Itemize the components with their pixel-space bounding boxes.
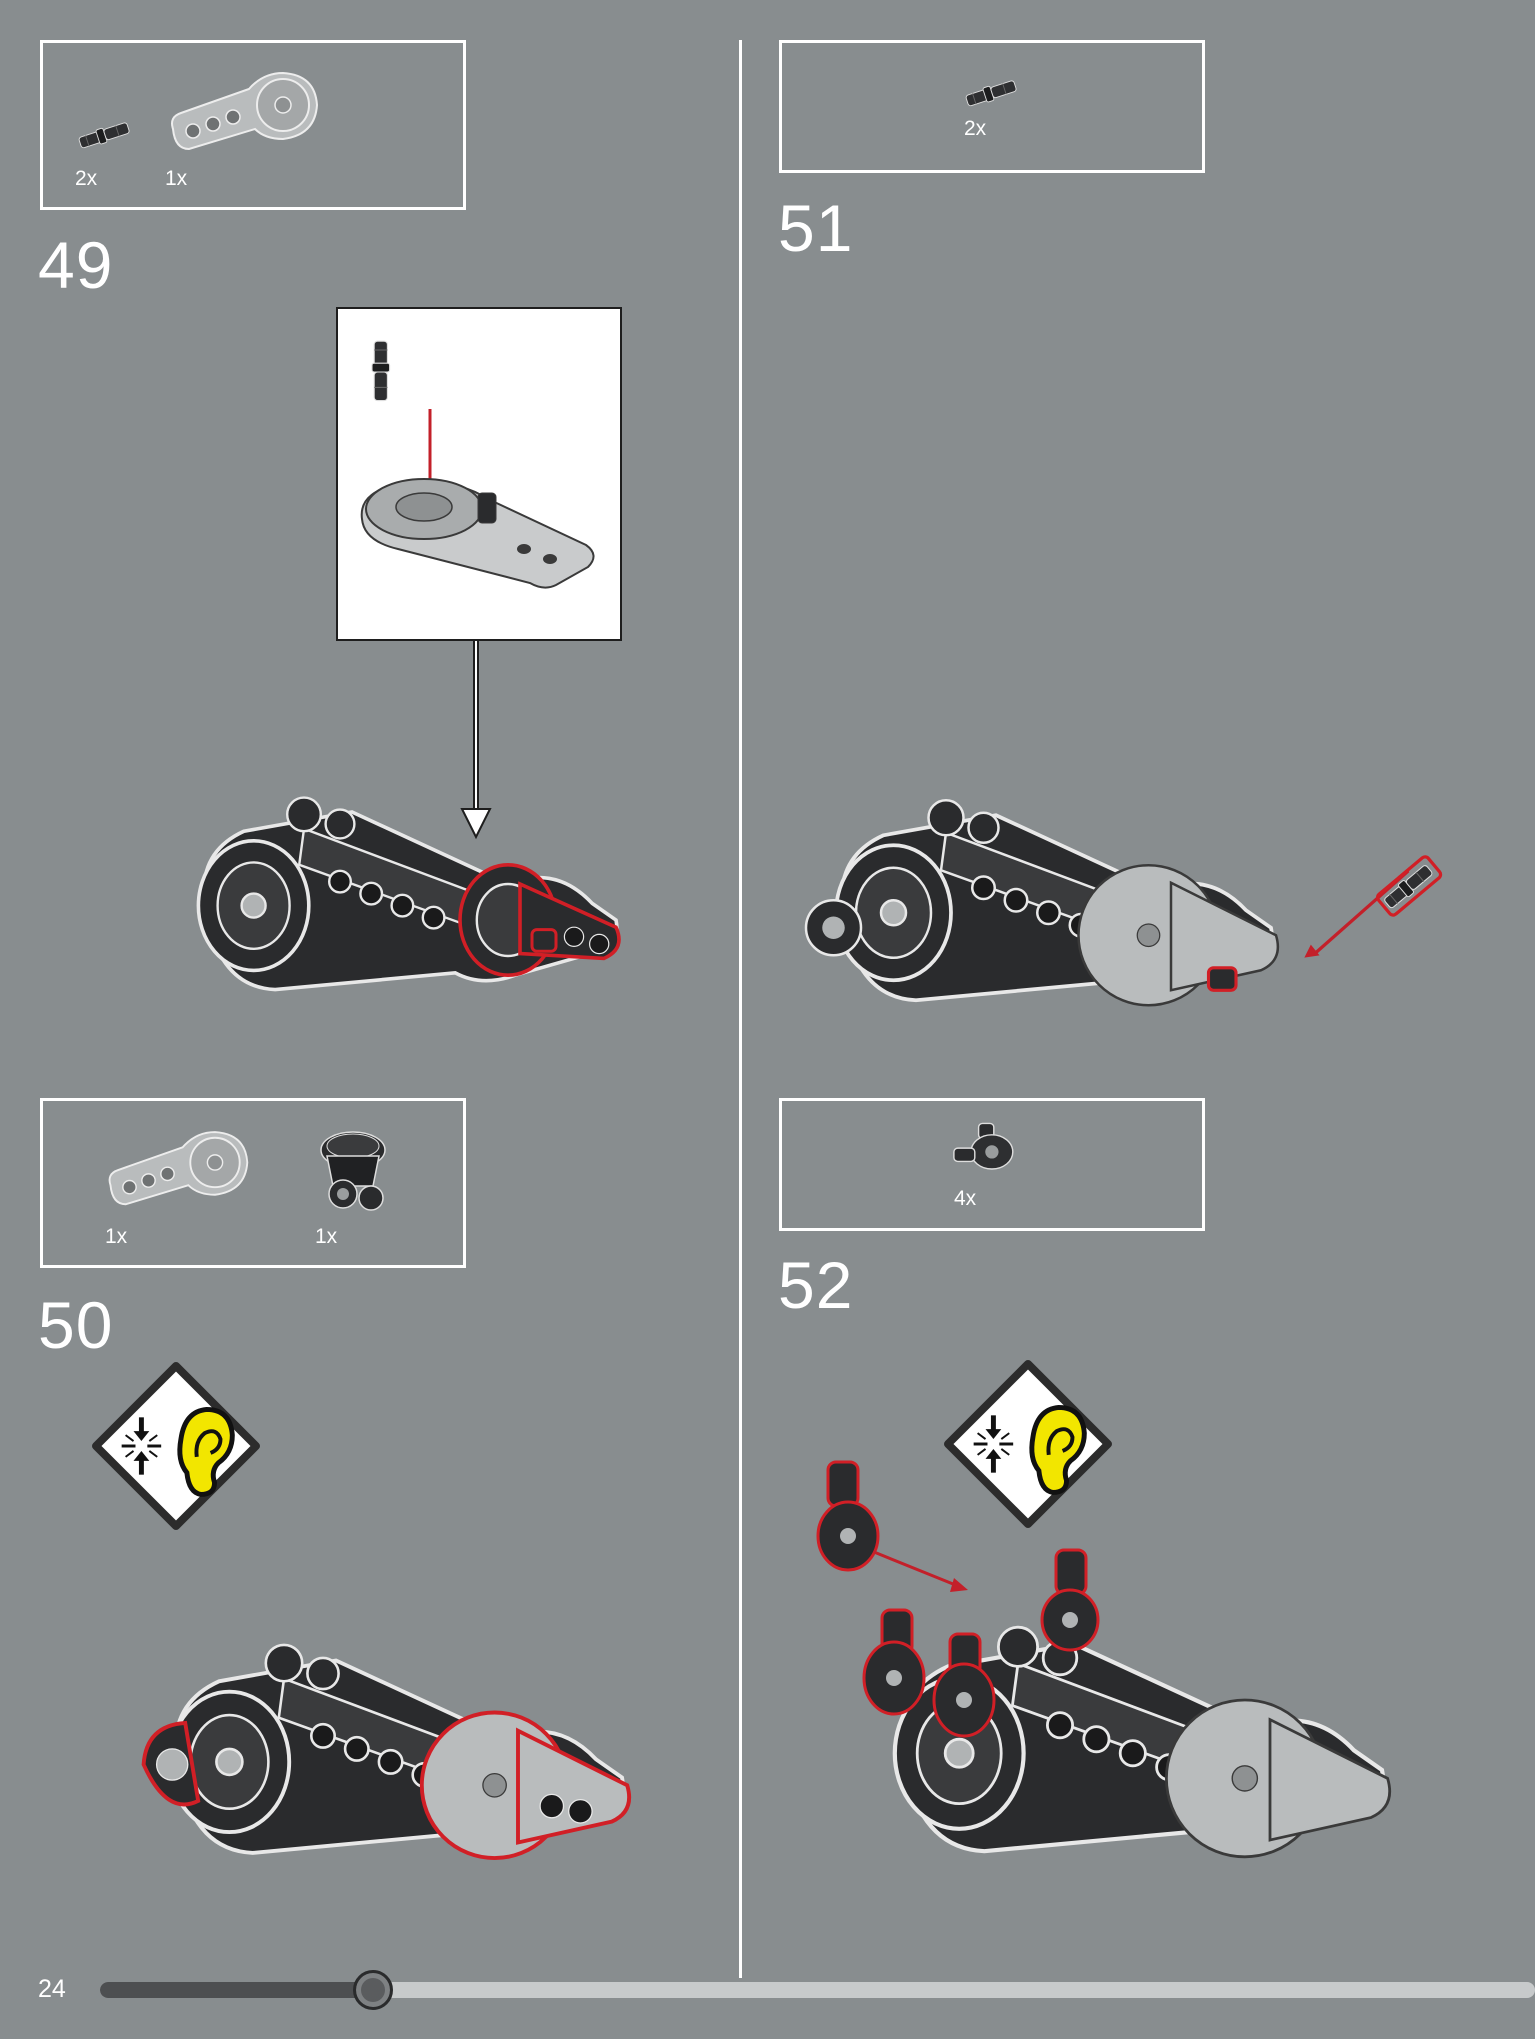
connector-pin-icon (962, 73, 1023, 113)
connector-pin-icon (75, 115, 136, 155)
pin-into-turntable-illustration (360, 340, 595, 589)
turntable-arm-icon (101, 1119, 253, 1223)
parts-list-step-51: 2x (779, 40, 1205, 173)
turntable-arm-icon (163, 59, 323, 169)
step-49-assembly-illustration (160, 740, 621, 1016)
step-50-assembly-illustration (141, 1582, 632, 1861)
page-number: 24 (38, 1975, 66, 2003)
step-51-assembly-illustration (804, 740, 1280, 1007)
part-quantity: 2x (75, 167, 98, 190)
callout-arrow (460, 641, 492, 840)
step-number: 51 (778, 191, 854, 265)
parts-list-step-50: 1x 1x (40, 1098, 466, 1268)
progress-track (100, 1982, 1535, 1998)
part-quantity: 1x (315, 1225, 338, 1248)
part-quantity: 1x (105, 1225, 128, 1248)
column-divider (739, 40, 742, 1978)
step-52-assembly-illustration (850, 1560, 1392, 1859)
axle-joint-icon (952, 1121, 1028, 1179)
axle-joint-placement-marks (816, 1460, 1100, 1738)
step-number: 49 (38, 228, 114, 302)
insert-pin-arrow (1304, 855, 1443, 958)
parts-list-step-52: 4x (779, 1098, 1205, 1231)
progress-knob[interactable] (353, 1970, 393, 2010)
step-number: 52 (778, 1248, 854, 1322)
wheel-hub-icon (313, 1123, 393, 1215)
progress-fill (100, 1982, 373, 1998)
step-number: 50 (38, 1288, 114, 1362)
sub-assembly-callout (336, 307, 622, 641)
parts-list-step-49: 2x 1x (40, 40, 466, 210)
part-quantity: 2x (964, 117, 987, 140)
part-quantity: 4x (954, 1187, 977, 1210)
part-quantity: 1x (165, 167, 188, 190)
click-sound-icon (92, 1362, 260, 1530)
